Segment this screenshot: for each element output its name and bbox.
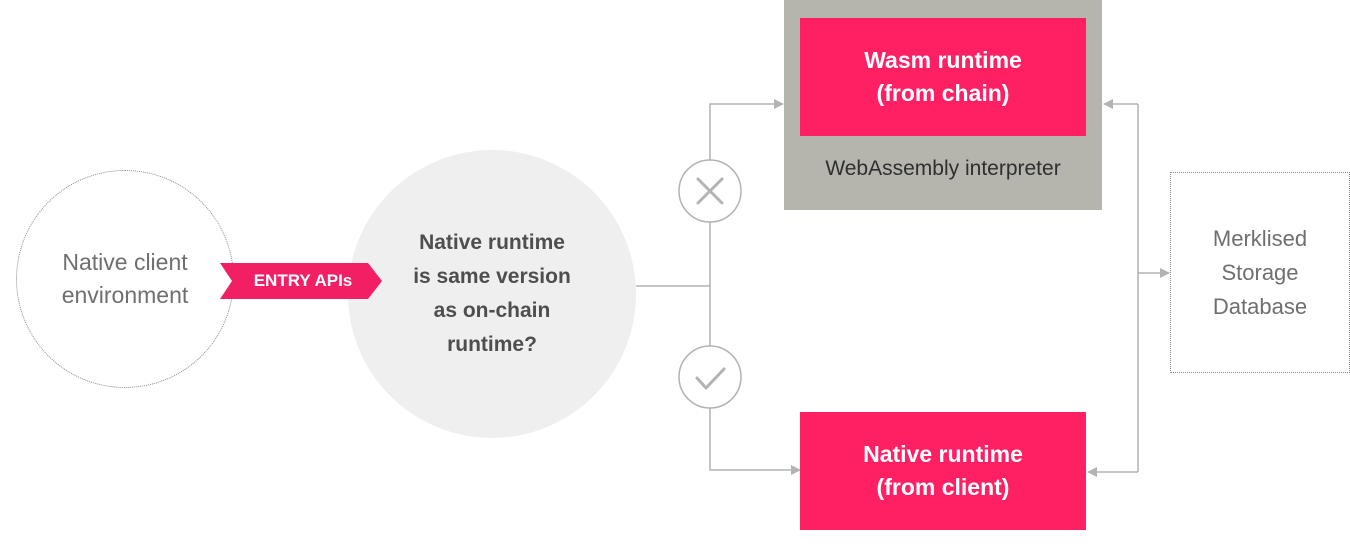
native-runtime-label: Native runtime (from client): [863, 438, 1023, 504]
merklised-storage-database-node: Merklised Storage Database: [1170, 172, 1350, 373]
decision-question-label: Native runtime is same version as on-cha…: [372, 226, 612, 362]
storage-label: Merklised Storage Database: [1213, 222, 1307, 324]
storage-line-1: Merklised: [1212, 225, 1308, 251]
storage-line-3: Database: [1212, 293, 1308, 319]
decision-line-3: as on-chain: [433, 299, 551, 322]
decision-line-4: runtime?: [447, 333, 537, 356]
webassembly-interpreter-label: WebAssembly interpreter: [825, 157, 1061, 180]
entry-apis-label: ENTRY APIs: [253, 271, 353, 290]
x-icon: [678, 159, 742, 223]
branch-to-wasm-arrow: [709, 99, 784, 286]
version-check-decision-node: Native runtime is same version as on-cha…: [348, 150, 636, 438]
wasm-line-1: Wasm runtime: [864, 47, 1022, 73]
native-client-environment-label: Native client environment: [35, 246, 215, 312]
check-icon: [678, 345, 742, 409]
wasm-runtime-node: Wasm runtime (from chain): [800, 18, 1086, 136]
native-line-2: (from client): [876, 474, 1010, 500]
native-runtime-node: Native runtime (from client): [800, 412, 1086, 530]
decision-line-2: is same version: [413, 265, 571, 288]
client-line-2: environment: [61, 282, 189, 308]
wasm-line-2: (from chain): [876, 80, 1010, 106]
client-line-1: Native client: [62, 249, 188, 275]
native-client-environment-node: Native client environment: [16, 170, 234, 388]
native-line-1: Native runtime: [863, 441, 1023, 467]
entry-apis-tag: ENTRY APIs: [220, 263, 382, 299]
wasm-runtime-label: Wasm runtime (from chain): [864, 44, 1022, 110]
decision-line-1: Native runtime: [419, 231, 565, 254]
storage-line-2: Storage: [1221, 259, 1299, 285]
